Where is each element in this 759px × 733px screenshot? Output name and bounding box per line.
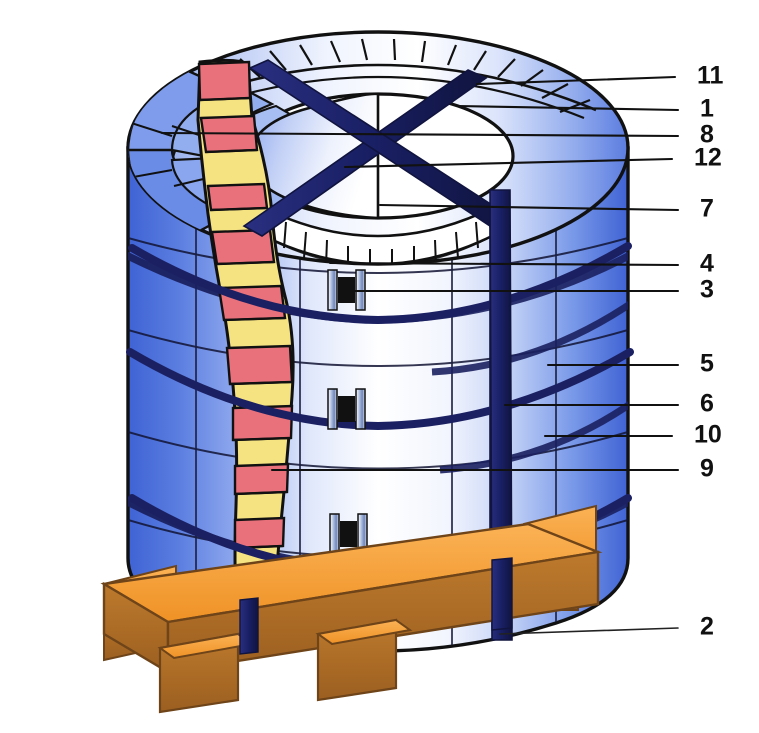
circ-strap-middle — [126, 348, 634, 431]
strap-seal-middle — [327, 388, 366, 430]
leader-line-7 — [378, 203, 680, 212]
callout-label-3: 3 — [700, 276, 714, 304]
callout-label-6: 6 — [700, 390, 714, 418]
coil-dark-bands-right — [431, 297, 628, 474]
wooden-skid-pallet — [100, 504, 603, 714]
callout-label-4: 4 — [700, 250, 714, 278]
callout-label-7: 7 — [700, 195, 714, 223]
callout-label-5: 5 — [700, 350, 714, 378]
leader-line-8 — [160, 131, 680, 138]
leader-line-12 — [343, 157, 674, 169]
callout-label-9: 9 — [700, 455, 714, 483]
callout-label-1: 1 — [700, 95, 714, 123]
circ-strap-upper — [128, 242, 632, 325]
callout-label-10: 10 — [694, 421, 722, 449]
cross-strap-a — [242, 69, 488, 237]
leader-line-1 — [456, 104, 680, 112]
leader-lines — [160, 75, 680, 635]
callout-label-12: 12 — [694, 144, 722, 172]
callout-label-11: 11 — [697, 62, 724, 90]
leader-line-2 — [499, 627, 679, 635]
leader-line-11 — [475, 75, 677, 86]
callout-label-8: 8 — [700, 121, 714, 149]
callout-label-2: 2 — [700, 613, 714, 641]
leader-line-4 — [328, 261, 680, 267]
eye-far-wall-seams — [263, 235, 493, 264]
